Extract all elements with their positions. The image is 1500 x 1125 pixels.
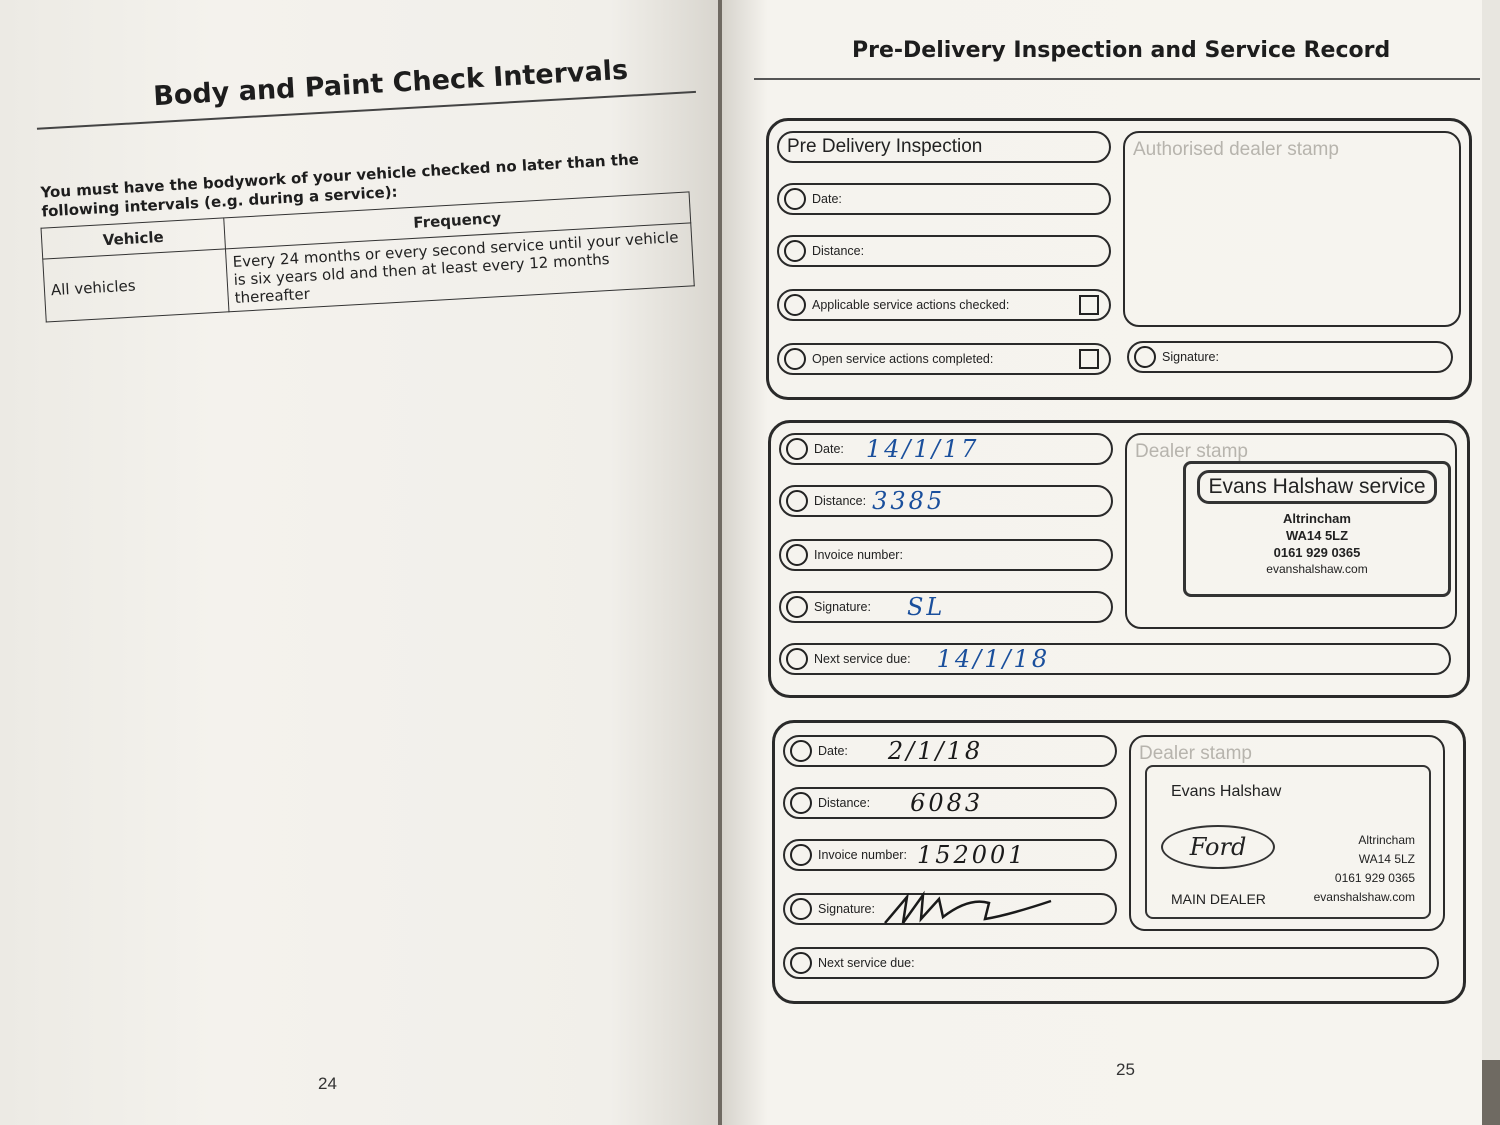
title-divider: [754, 78, 1480, 80]
circle-icon: [790, 898, 812, 920]
service2-date-field[interactable]: Date: 2/1/18: [783, 735, 1117, 767]
field-label: Date:: [812, 192, 842, 206]
service2-invoice-field[interactable]: Invoice number: 152001: [783, 839, 1117, 871]
service1-signature-field[interactable]: Signature: SL: [779, 591, 1113, 623]
circle-icon: [790, 740, 812, 762]
handwritten-signature: SL: [906, 593, 946, 621]
checkbox-icon[interactable]: [1079, 295, 1099, 315]
page-title: Body and Paint Check Intervals: [152, 54, 629, 113]
pdi-signature-field[interactable]: Signature:: [1127, 341, 1453, 373]
signature-scribble: [884, 890, 1052, 924]
pdi-actions-checked-field[interactable]: Applicable service actions checked:: [777, 289, 1111, 321]
handwritten-next-due: 14/1/18: [936, 645, 1051, 673]
handwritten-invoice: 152001: [916, 841, 1027, 869]
field-label: Signature:: [814, 600, 871, 614]
stamp-label: Authorised dealer stamp: [1133, 139, 1339, 160]
dealer-stamp: Evans Halshaw service Altrincham WA14 5L…: [1183, 461, 1451, 597]
service2-distance-field[interactable]: Distance: 6083: [783, 787, 1117, 819]
circle-icon: [790, 792, 812, 814]
field-label: Date:: [814, 442, 844, 456]
ford-logo: Ford: [1161, 825, 1275, 869]
table-cell: All vehicles: [42, 248, 229, 323]
circle-icon: [786, 648, 808, 670]
pdi-title: Pre Delivery Inspection: [787, 136, 983, 157]
pdi-panel: Pre Delivery Inspection Date: Distance: …: [766, 118, 1472, 400]
stamp-web: evanshalshaw.com: [1266, 562, 1368, 576]
field-label: Signature:: [818, 902, 875, 916]
stamp-phone: 0161 929 0365: [1273, 545, 1361, 560]
service1-next-due-field[interactable]: Next service due: 14/1/18: [779, 643, 1451, 675]
service1-stamp-box: Dealer stamp Evans Halshaw service Altri…: [1125, 433, 1457, 629]
field-label: Invoice number:: [818, 848, 907, 862]
circle-icon: [790, 844, 812, 866]
stamp-town: Altrincham: [1358, 833, 1415, 847]
circle-icon: [786, 544, 808, 566]
page-title: Pre-Delivery Inspection and Service Reco…: [852, 38, 1391, 63]
field-label: Distance:: [814, 494, 867, 508]
field-label: Next service due:: [814, 652, 911, 666]
stamp-main-dealer: MAIN DEALER: [1171, 891, 1266, 907]
service2-stamp-box: Dealer stamp Evans Halshaw Ford MAIN DEA…: [1129, 735, 1445, 931]
service1-distance-field[interactable]: Distance: 3385: [779, 485, 1113, 517]
circle-icon: [786, 596, 808, 618]
service2-next-due-field[interactable]: Next service due:: [783, 947, 1439, 979]
field-label: Distance:: [812, 244, 865, 258]
field-label: Applicable service actions checked:: [812, 298, 1010, 312]
field-label: Signature:: [1162, 350, 1219, 364]
pdi-date-field[interactable]: Date:: [777, 183, 1111, 215]
circle-icon: [784, 188, 806, 210]
service-record-1: Date: 14/1/17 Distance: 3385 Invoice num…: [768, 420, 1470, 698]
checkbox-icon[interactable]: [1079, 349, 1099, 369]
left-page-content: Body and Paint Check Intervals You must …: [30, 3, 699, 323]
stamp-postcode: WA14 5LZ: [1285, 528, 1349, 543]
circle-icon: [1134, 346, 1156, 368]
field-label: Next service due:: [818, 956, 915, 970]
stamp-dealer-name: Evans Halshaw service: [1197, 470, 1437, 504]
stamp-dealer-name: Evans Halshaw: [1171, 783, 1282, 800]
pdi-stamp-box: Authorised dealer stamp: [1123, 131, 1461, 327]
circle-icon: [786, 438, 808, 460]
service-record-2: Date: 2/1/18 Distance: 6083 Invoice numb…: [772, 720, 1466, 1004]
circle-icon: [784, 294, 806, 316]
stamp-postcode: WA14 5LZ: [1358, 852, 1415, 866]
right-page: Pre-Delivery Inspection and Service Reco…: [722, 0, 1482, 1125]
handwritten-distance: 6083: [910, 789, 984, 817]
handwritten-distance: 3385: [872, 487, 946, 515]
pdi-title-field: Pre Delivery Inspection: [777, 131, 1111, 163]
page-number: 25: [1116, 1060, 1135, 1079]
stamp-town: Altrincham: [1283, 511, 1351, 526]
service2-signature-field[interactable]: Signature:: [783, 890, 1117, 925]
stamp-phone: 0161 929 0365: [1334, 871, 1415, 885]
field-label: Distance:: [818, 796, 871, 810]
page-number: 24: [318, 1074, 337, 1093]
left-page: Body and Paint Check Intervals You must …: [0, 0, 718, 1125]
stamp-web: evanshalshaw.com: [1313, 890, 1415, 904]
circle-icon: [784, 240, 806, 262]
service1-date-field[interactable]: Date: 14/1/17: [779, 433, 1113, 465]
field-label: Invoice number:: [814, 548, 903, 562]
circle-icon: [786, 490, 808, 512]
handwritten-date: 2/1/18: [887, 737, 984, 765]
circle-icon: [790, 952, 812, 974]
stamp-label: Dealer stamp: [1139, 743, 1252, 764]
dealer-stamp: Evans Halshaw Ford MAIN DEALER Altrincha…: [1145, 765, 1431, 919]
handwritten-date: 14/1/17: [865, 435, 980, 463]
field-label: Date:: [818, 744, 848, 758]
stamp-label: Dealer stamp: [1135, 441, 1248, 462]
pdi-distance-field[interactable]: Distance:: [777, 235, 1111, 267]
pdi-actions-completed-field[interactable]: Open service actions completed:: [777, 343, 1111, 375]
field-label: Open service actions completed:: [812, 352, 994, 366]
circle-icon: [784, 348, 806, 370]
service1-invoice-field[interactable]: Invoice number:: [779, 539, 1113, 571]
